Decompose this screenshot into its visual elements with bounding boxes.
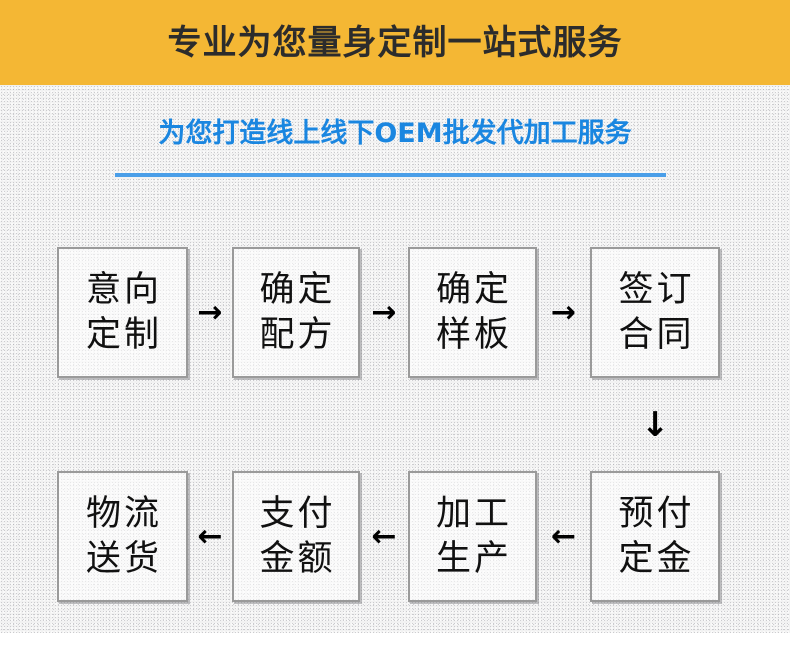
flow-step-line-1: 确定 [435, 269, 512, 310]
flow-step-line-1: 物流 [85, 493, 162, 534]
flow-step-line-1: 预付 [618, 493, 695, 534]
flow-step-production: 加工 生产 [408, 471, 537, 602]
flow-step-formula: 确定 配方 [232, 247, 360, 378]
flow-step-line-2: 配方 [259, 314, 336, 355]
arrow-right-icon-1: → [197, 295, 223, 330]
flow-step-line-1: 签订 [618, 269, 695, 310]
flow-step-line-1: 加工 [435, 493, 512, 534]
flow-step-line-2: 生产 [435, 538, 512, 579]
flow-step-line-2: 合同 [618, 314, 695, 355]
arrow-down-icon: ↓ [640, 405, 670, 445]
arrow-right-icon-2: → [371, 295, 397, 330]
flow-step-line-2: 送货 [85, 538, 162, 579]
flow-step-line-2: 样板 [435, 314, 512, 355]
flow-step-intention: 意向 定制 [57, 247, 188, 378]
flow-step-line-2: 定金 [618, 538, 695, 579]
flow-step-contract: 签订 合同 [590, 247, 720, 378]
subtitle-text: 为您打造线上线下OEM批发代加工服务 [158, 118, 632, 149]
page-title: 专业为您量身定制一站式服务 [167, 22, 623, 63]
flow-step-logistics: 物流 送货 [57, 471, 188, 602]
flow-step-line-1: 意向 [85, 269, 162, 310]
arrow-left-icon-3: ← [550, 519, 577, 554]
flow-step-sample: 确定 样板 [408, 247, 537, 378]
flow-step-payment: 支付 金额 [232, 471, 360, 602]
flow-step-deposit: 预付 定金 [590, 471, 720, 602]
arrow-left-icon-2: ← [371, 519, 397, 554]
flow-step-line-2: 金额 [259, 538, 336, 579]
arrow-right-icon-3: → [550, 295, 577, 330]
subtitle-container: 为您打造线上线下OEM批发代加工服务 [0, 118, 790, 149]
arrow-left-icon-1: ← [197, 519, 223, 554]
flow-step-line-2: 定制 [85, 314, 162, 355]
subtitle-divider [115, 173, 666, 177]
flow-step-line-1: 支付 [259, 493, 336, 534]
flow-step-line-1: 确定 [259, 269, 336, 310]
header-band: 专业为您量身定制一站式服务 [0, 0, 790, 85]
